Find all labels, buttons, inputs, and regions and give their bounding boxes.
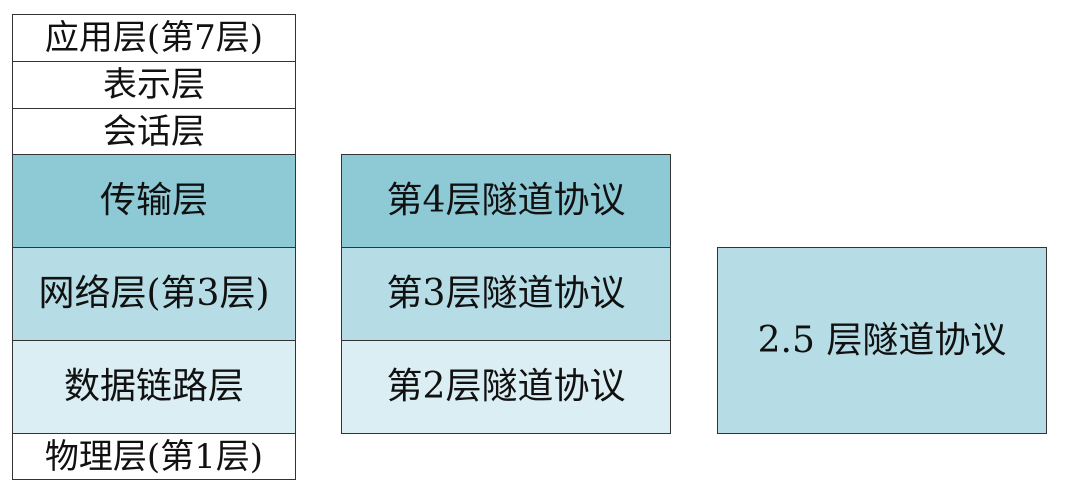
osi-layer-data-link: 数据链路层 <box>12 340 296 434</box>
osi-layer-physical-label: 物理层(第1层) <box>44 436 264 477</box>
tunnel-layer-4-label: 第4层隧道协议 <box>386 180 626 221</box>
osi-layer-session: 会话层 <box>12 108 296 155</box>
tunnel-layer-2-5-label: 2.5 层隧道协议 <box>757 319 1007 361</box>
osi-layer-network-label: 网络层(第3层) <box>38 273 270 314</box>
tunnel-layer-3: 第3层隧道协议 <box>341 247 671 341</box>
osi-layer-physical: 物理层(第1层) <box>12 433 296 480</box>
osi-layer-session-label: 会话层 <box>103 111 205 152</box>
osi-layer-application-label: 应用层(第7层) <box>44 18 264 58</box>
tunnel-layer-2-5: 2.5 层隧道协议 <box>717 247 1047 434</box>
osi-layer-transport: 传输层 <box>12 154 296 248</box>
osi-layer-presentation: 表示层 <box>12 61 296 109</box>
osi-layer-data-link-label: 数据链路层 <box>63 366 244 407</box>
osi-layer-application: 应用层(第7层) <box>12 14 296 62</box>
osi-layer-presentation-label: 表示层 <box>103 65 205 105</box>
tunnel-layer-4: 第4层隧道协议 <box>341 154 671 248</box>
tunnel-layer-2: 第2层隧道协议 <box>341 340 671 434</box>
tunnel-layer-2-label: 第2层隧道协议 <box>386 366 626 407</box>
osi-layer-network: 网络层(第3层) <box>12 247 296 341</box>
osi-layer-transport-label: 传输层 <box>99 180 208 221</box>
tunnel-layer-3-label: 第3层隧道协议 <box>386 273 626 314</box>
